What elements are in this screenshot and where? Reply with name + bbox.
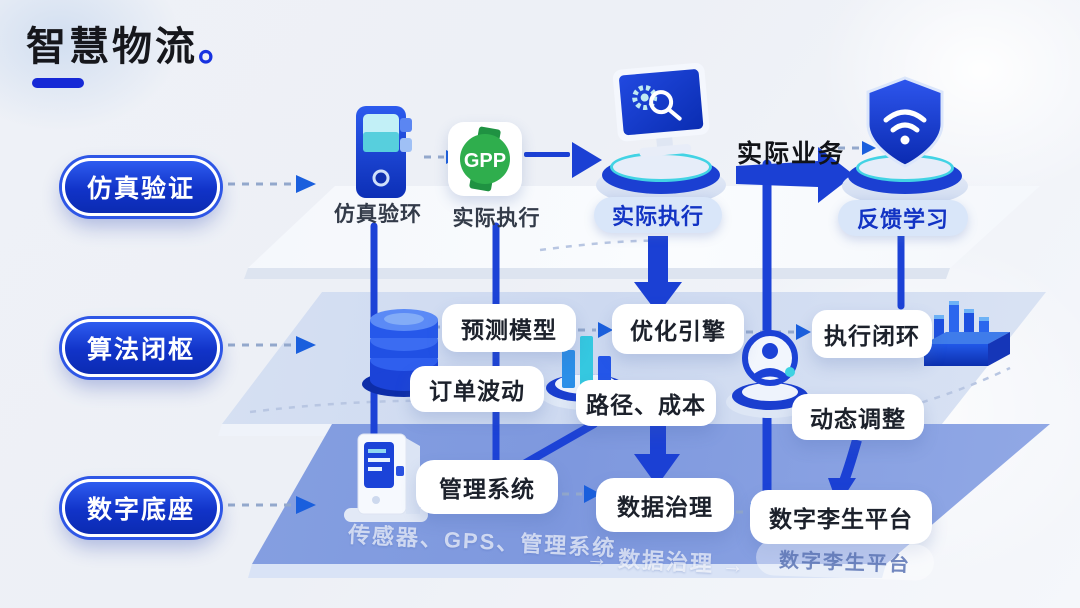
device-label: 仿真验环 <box>334 203 422 226</box>
row-label-simulation: 仿真验证 <box>62 158 220 216</box>
gpp-to-computer-line <box>524 152 570 157</box>
node-execute-loop: 执行闭环 <box>812 310 932 358</box>
arrow-into-computer <box>572 142 602 178</box>
decor-dashed-lines <box>249 239 1011 422</box>
gpp-logo-icon: GPP <box>448 122 522 196</box>
computer-label-pill: 实际执行 <box>594 197 722 233</box>
title-underline <box>32 78 84 88</box>
shield-wifi-icon <box>862 74 948 172</box>
node-dynamic-adjust: 动态调整 <box>792 394 924 440</box>
row-label-digital-base: 数字底座 <box>62 479 220 537</box>
title-period-accent: 。 <box>198 25 241 69</box>
optimize-down-arrow <box>634 426 680 486</box>
row-label-algorithm: 算法闭枢 <box>62 319 220 377</box>
gpp-logo-text: GPP <box>464 150 506 172</box>
node-data-governance: 数据治理 <box>596 478 734 532</box>
handheld-terminal-icon <box>336 104 424 204</box>
node-predict-model: 预测模型 <box>442 304 576 352</box>
faded-twin-pill: 数字李生平台 <box>755 538 935 582</box>
node-path-cost: 路径、成本 <box>576 380 716 426</box>
business-label: 实际业务 <box>737 140 846 168</box>
factory-bars-icon <box>918 294 1014 374</box>
computer-down-arrow <box>634 236 682 314</box>
page-title: 智慧物流。 <box>26 25 241 69</box>
node-order-fluctuation: 订单波动 <box>410 366 544 412</box>
node-management-system: 管理系统 <box>416 460 558 514</box>
node-optimize-engine: 优化引擎 <box>612 304 744 354</box>
shield-label-pill: 反馈学习 <box>838 200 968 236</box>
monitor-gear-search-icon <box>604 62 722 166</box>
node-digital-twin-platform: 数字李生平台 <box>750 490 932 544</box>
dynamic-to-twin-curve <box>838 438 862 486</box>
gpp-label: 实际执行 <box>452 207 541 230</box>
